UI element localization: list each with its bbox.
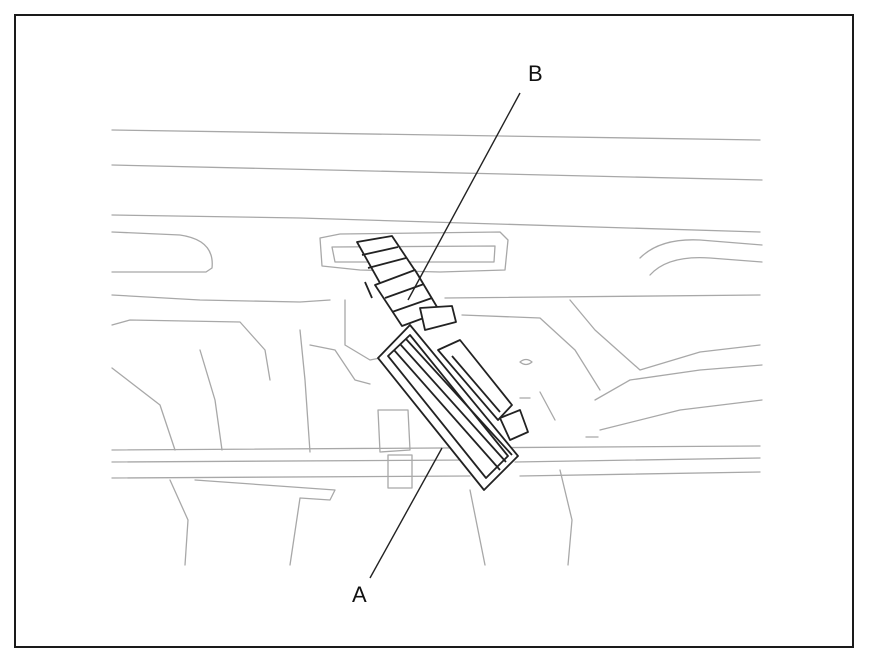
leader-line-b: [407, 92, 521, 301]
leader-line-a: [369, 447, 443, 579]
figure-frame: [14, 14, 854, 648]
lamp-assembly-part: [377, 324, 529, 491]
connector-part: [356, 235, 457, 331]
callout-label-a: A: [352, 582, 367, 607]
callout-label-b: B: [528, 61, 543, 86]
trim-panel-lines: [111, 129, 763, 566]
